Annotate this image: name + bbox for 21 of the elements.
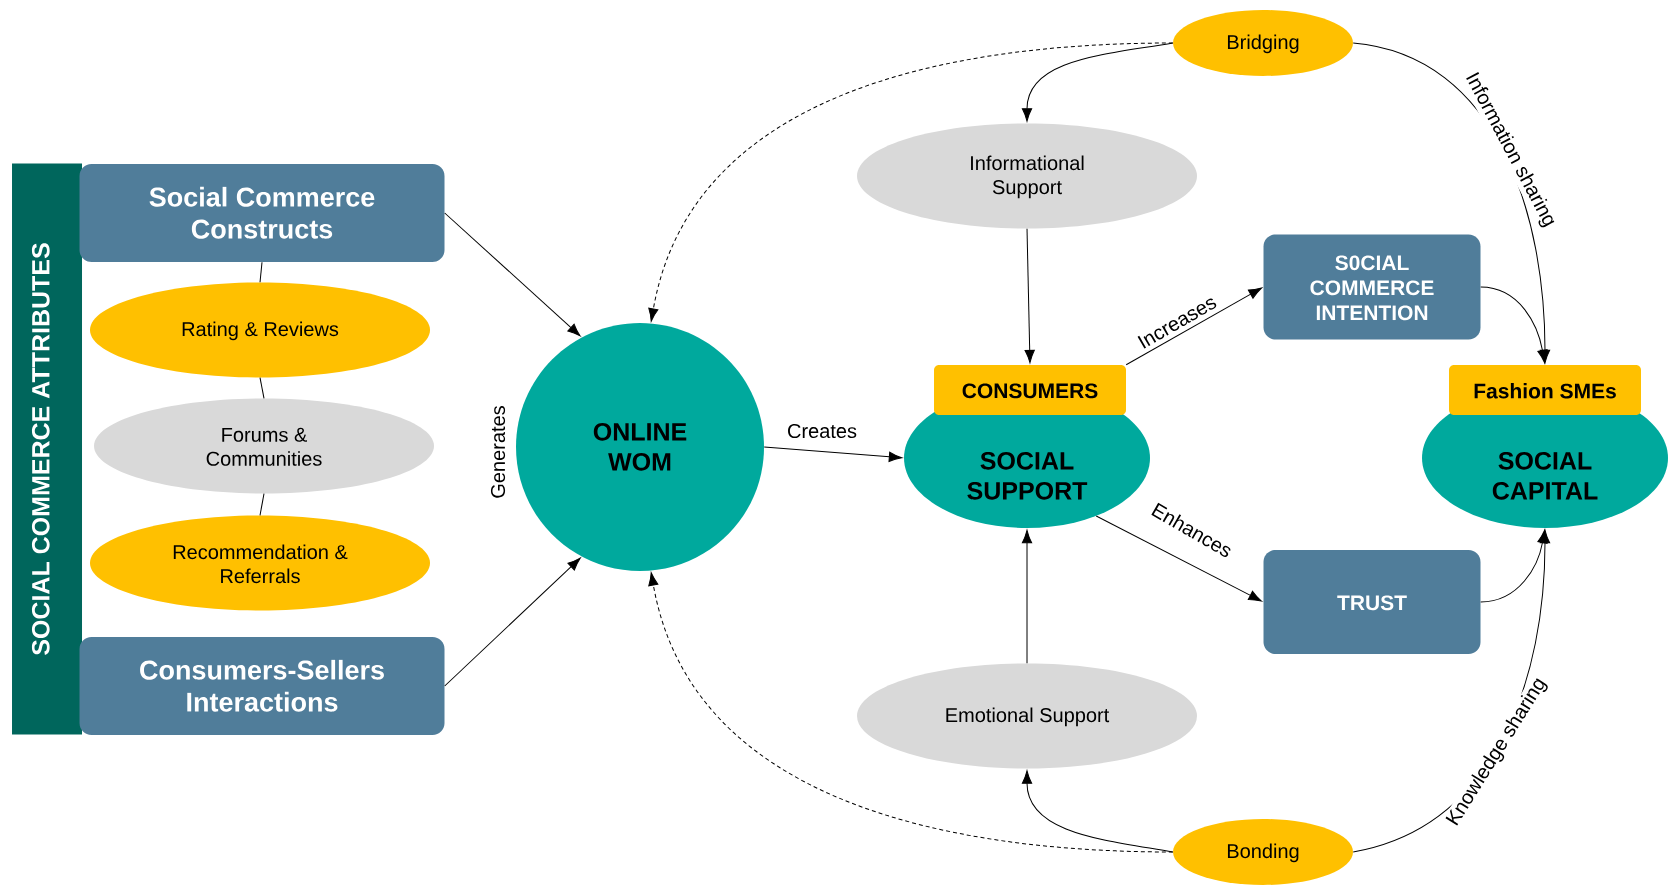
arrow [763, 446, 903, 462]
heading-box: Social Commerce Constructs [79, 164, 445, 262]
arrow [1021, 42, 1174, 122]
arrow [648, 572, 1174, 853]
arrow [1095, 515, 1262, 602]
vertical-band: SOCIAL COMMERCE ATTRIBUTES [12, 163, 82, 735]
arrow [1021, 770, 1174, 853]
arrow [1024, 228, 1035, 364]
arrow [444, 212, 581, 337]
edge-label: Creates [786, 422, 859, 440]
arrow [1480, 286, 1548, 364]
tab-box: CONSUMERS [934, 365, 1126, 415]
outcome-box: S0CIAL COMMERCE INTENTION [1263, 234, 1481, 340]
outcome-box: TRUST [1263, 550, 1481, 654]
arrow [1125, 287, 1262, 366]
arrow [648, 42, 1174, 322]
text-label: Generates [490, 406, 506, 498]
heading-box: Consumers-Sellers Interactions [79, 637, 445, 735]
arrow [1021, 529, 1033, 664]
tab-box: Fashion SMEs [1449, 365, 1641, 415]
arrow [444, 557, 581, 687]
